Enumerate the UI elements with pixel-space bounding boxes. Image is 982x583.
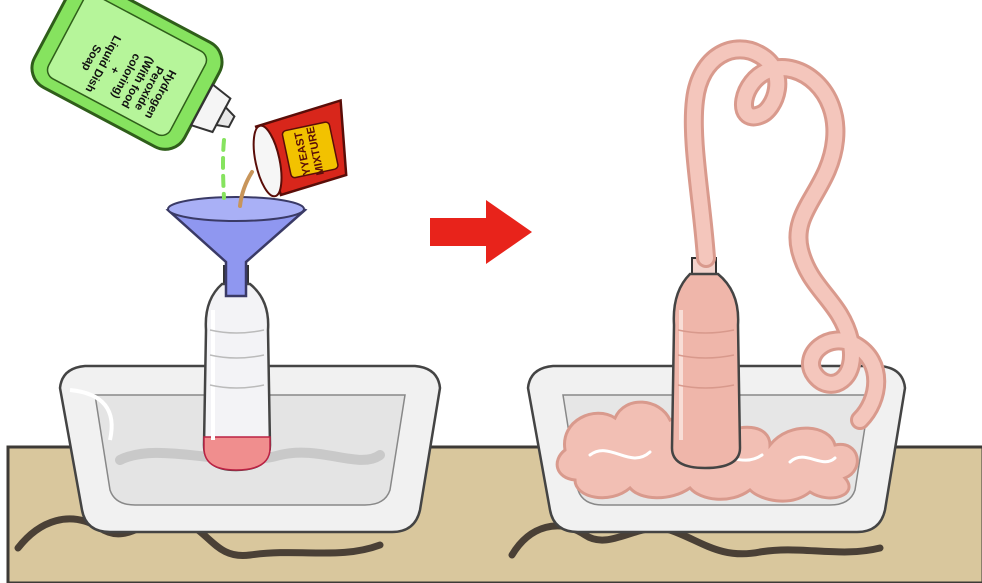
hydrogen-peroxide-bottle xyxy=(30,0,236,151)
foaming-bottle xyxy=(670,257,742,470)
yeast-cup xyxy=(252,98,348,198)
left-scene: Hydrogen Peroxide (With food coloring) +… xyxy=(14,0,442,560)
pink-liquid xyxy=(203,436,271,471)
reaction-arrow xyxy=(430,200,532,264)
foam-rope-highlight xyxy=(686,42,884,427)
right-scene xyxy=(508,39,907,559)
bottle-label-line-5: + xyxy=(107,64,121,76)
pouring-streams xyxy=(221,138,254,208)
funnel xyxy=(165,196,308,298)
